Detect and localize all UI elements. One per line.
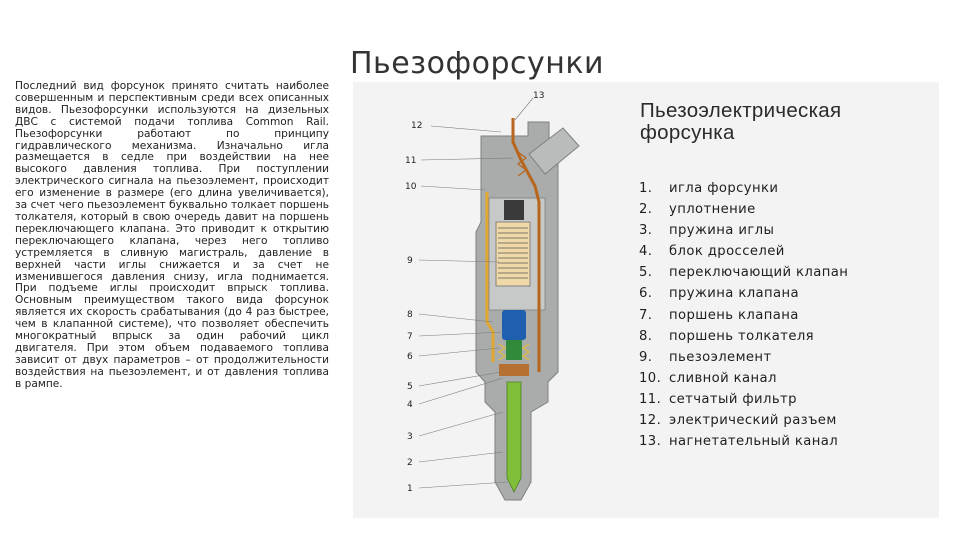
- legend-label: поршень толкателя: [669, 328, 815, 344]
- injector-diagram: 13 12 11 10 9 8 7 6 5 4 3 2 1: [405, 91, 580, 501]
- legend-num: 4.: [639, 244, 653, 260]
- legend-label: сливной канал: [669, 370, 777, 386]
- legend-label: нагнетательный канал: [669, 434, 839, 450]
- piezo-stack: [495, 221, 531, 287]
- legend-label: игла форсунки: [669, 181, 779, 196]
- inlet-pipe: [528, 127, 580, 175]
- callout-6: 6: [407, 352, 413, 362]
- callout-1: 1: [407, 484, 413, 494]
- legend-num: 5.: [639, 265, 653, 281]
- callout-4: 4: [407, 400, 413, 410]
- drain-channel: [485, 192, 495, 362]
- legend-label: уплотнение: [669, 202, 756, 218]
- legend-num: 9.: [639, 349, 653, 365]
- legend-item: 13. нагнетательный канал: [639, 431, 848, 452]
- callout-8: 8: [407, 310, 413, 320]
- legend-label: пьезоэлемент: [669, 349, 772, 365]
- control-valve: [506, 340, 522, 360]
- slide-title: Пьезофорсунки: [349, 46, 605, 82]
- legend-num: 8.: [639, 328, 653, 344]
- body-paragraph: Последний вид форсунок принято считать н…: [15, 80, 329, 390]
- legend-num: 1.: [639, 181, 653, 196]
- callout-12: 12: [411, 121, 422, 131]
- valve-spring-right: [521, 343, 531, 361]
- legend-num: 12.: [639, 413, 662, 429]
- legend-label: электрический разъем: [669, 413, 837, 429]
- callout-13: 13: [533, 91, 544, 101]
- callout-2: 2: [407, 458, 413, 468]
- legend-item: 8. поршень толкателя: [639, 326, 848, 347]
- legend-item: 12. электрический разъем: [639, 410, 848, 431]
- valve-spring: [497, 343, 507, 361]
- callout-3: 3: [407, 432, 413, 442]
- legend-item: 9. пьезоэлемент: [639, 347, 848, 368]
- legend-label: пружина иглы: [669, 223, 775, 239]
- legend-item: 5. переключающий клапан: [639, 262, 848, 283]
- parts-legend: 1. игла форсунки 2. уплотнение 3. пружина и…: [639, 178, 848, 452]
- legend-item: 7. поршень клапана: [639, 305, 848, 326]
- legend-item: 11. сетчатый фильтр: [639, 389, 848, 410]
- nozzle-needle: [506, 381, 522, 493]
- legend-label: пружина клапана: [669, 286, 800, 302]
- legend-label: блок дросселей: [669, 244, 785, 260]
- filter-coil: [517, 151, 527, 177]
- legend-label: переключающий клапан: [669, 265, 849, 281]
- figure-title: Пьезоэлектрическая форсунка: [640, 99, 842, 144]
- legend-num: 13.: [639, 434, 662, 450]
- legend-num: 3.: [639, 223, 653, 239]
- legend-label: сетчатый фильтр: [669, 391, 797, 407]
- callout-5: 5: [407, 382, 413, 392]
- legend-num: 10.: [639, 370, 662, 386]
- callout-11: 11: [405, 156, 416, 166]
- throttle-block: [499, 364, 529, 376]
- callout-9: 9: [407, 256, 413, 266]
- legend-num: 6.: [639, 286, 653, 302]
- legend-item: 1. игла форсунки: [639, 178, 848, 199]
- legend-item: 2. уплотнение: [639, 199, 848, 220]
- legend-item: 4. блок дросселей: [639, 241, 848, 262]
- connector-block: [504, 200, 524, 220]
- legend-num: 2.: [639, 202, 653, 218]
- actuator-piston: [502, 310, 526, 340]
- callout-10: 10: [405, 182, 417, 192]
- callout-7: 7: [407, 332, 413, 342]
- legend-label: поршень клапана: [669, 307, 799, 323]
- legend-num: 11.: [639, 391, 662, 407]
- legend-num: 7.: [639, 307, 653, 323]
- injector-figure: 13 12 11 10 9 8 7 6 5 4 3 2 1 Пьезоэлект…: [353, 82, 939, 518]
- pressure-channel: [511, 118, 541, 372]
- legend-item: 3. пружина иглы: [639, 220, 848, 241]
- legend-item: 10. сливной канал: [639, 368, 848, 389]
- legend-item: 6. пружина клапана: [639, 283, 848, 304]
